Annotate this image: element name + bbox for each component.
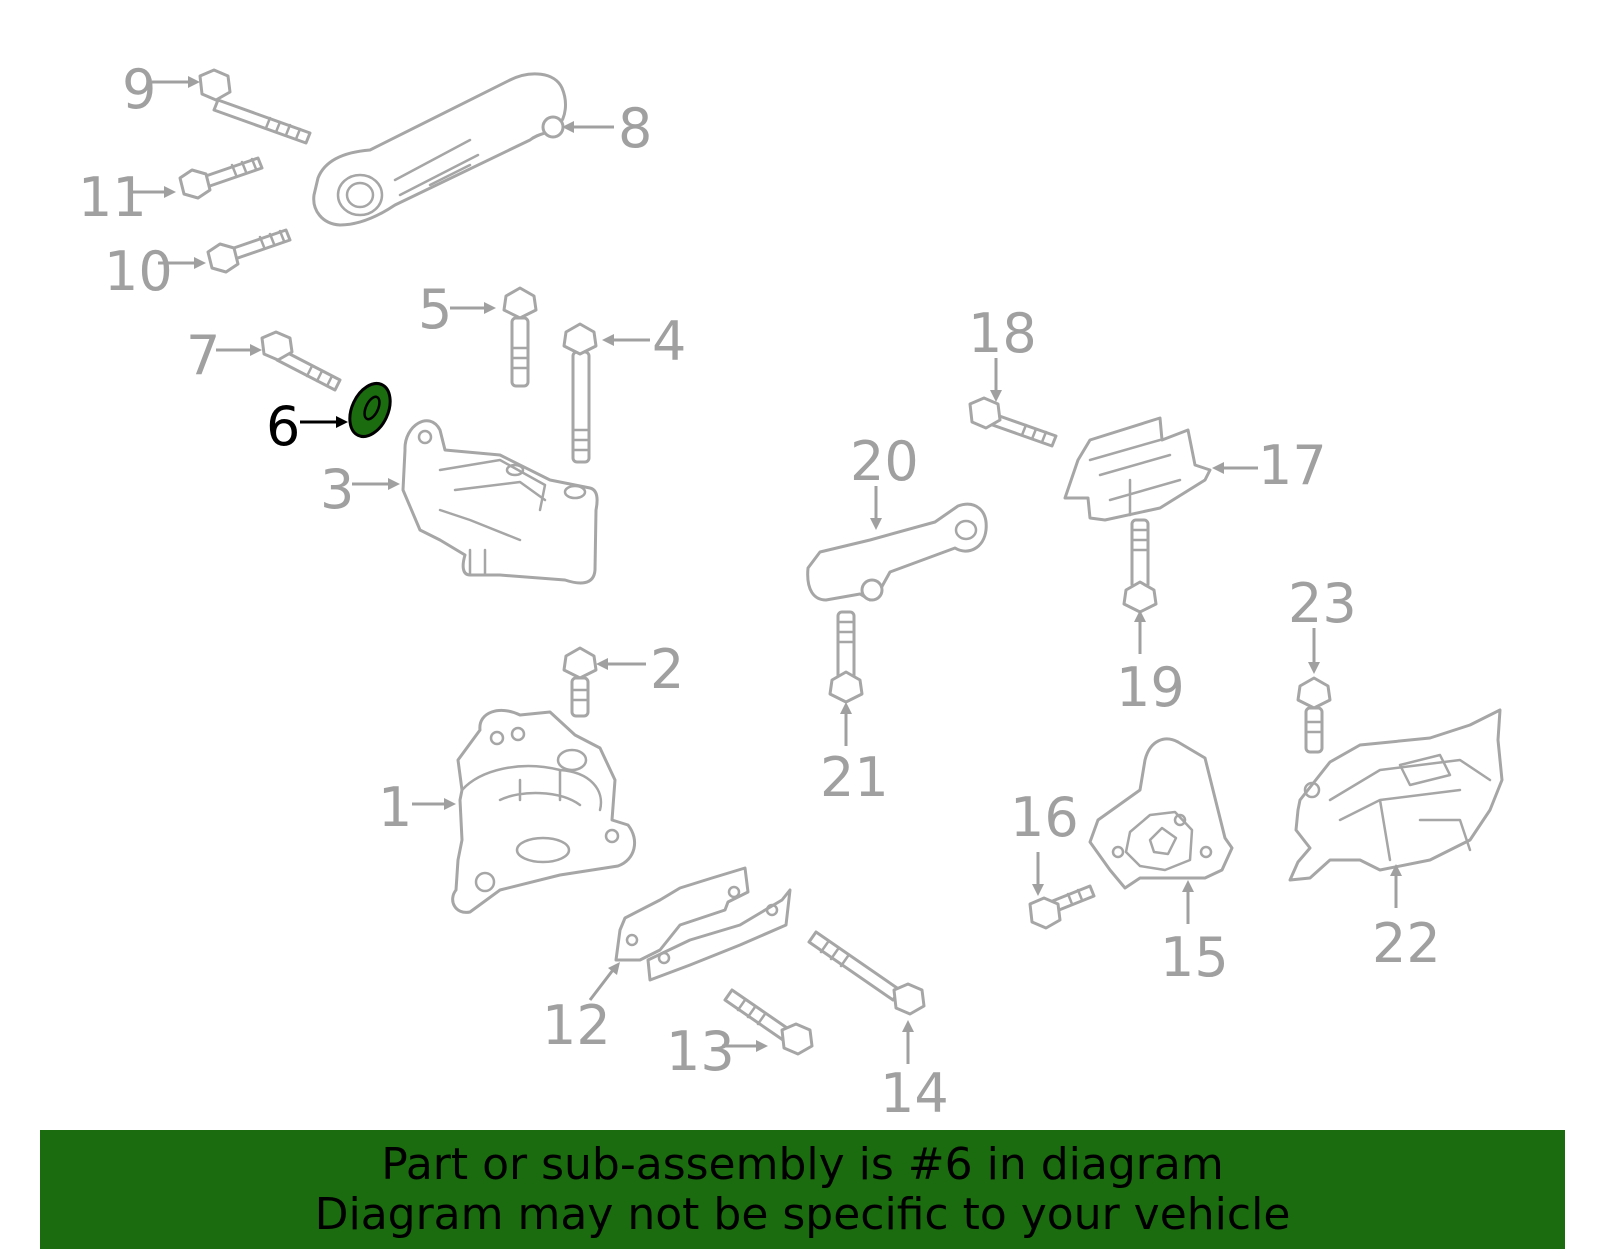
callout-16-label: 16: [1010, 786, 1079, 849]
callout-12-label: 12: [542, 994, 611, 1057]
callout-17-arrowhead: [1212, 462, 1224, 474]
callout-8-arrowhead: [562, 121, 574, 133]
part-23-bolt: [1296, 676, 1332, 754]
part-15-mount: [1088, 737, 1234, 890]
callout-6-label: 6: [266, 395, 300, 458]
callout-7-label: 7: [186, 324, 220, 387]
callout-4-label: 4: [652, 310, 686, 373]
callout-22-label: 22: [1372, 912, 1441, 975]
callout-7-arrowhead: [250, 344, 262, 356]
callout-8-label: 8: [618, 97, 652, 160]
callout-6-arrowhead: [336, 416, 348, 428]
callout-9-label: 9: [122, 58, 156, 121]
callout-22-arrowhead: [1390, 864, 1402, 876]
part-17-bracket: [1063, 416, 1212, 522]
callout-3-label: 3: [320, 458, 354, 521]
callout-16-arrowhead: [1032, 884, 1044, 896]
callout-21-arrowhead: [840, 702, 852, 714]
part-8-torque-rod: [312, 72, 567, 227]
callout-17-label: 17: [1258, 434, 1327, 497]
part-11-bolt: [178, 156, 264, 200]
part-4-bolt: [562, 322, 598, 464]
info-banner: Part or sub-assembly is #6 in diagram Di…: [40, 1130, 1565, 1249]
callout-5-label: 5: [418, 278, 452, 341]
callout-5-arrowhead: [484, 302, 496, 314]
callout-23-arrowhead: [1308, 662, 1320, 674]
callout-1-arrowhead: [444, 798, 456, 810]
callout-15-label: 15: [1160, 926, 1229, 989]
callout-14-arrowhead: [902, 1020, 914, 1032]
callout-18-arrowhead: [990, 390, 1002, 402]
callout-21-label: 21: [820, 746, 889, 809]
callout-15-arrowhead: [1182, 880, 1194, 892]
callout-20-arrowhead: [870, 518, 882, 530]
part-19-bolt: [1122, 518, 1158, 614]
part-12-bracket: [614, 866, 792, 982]
part-20-link: [806, 502, 988, 602]
part-14-bolt: [807, 930, 926, 1016]
callout-13-arrowhead: [756, 1040, 768, 1052]
part-10-bolt: [206, 228, 292, 274]
part-6-washer: [348, 382, 392, 438]
part-13-bolt: [723, 988, 814, 1056]
callout-11-label: 11: [78, 166, 147, 229]
callout-3-arrowhead: [388, 478, 400, 490]
part-5-bolt: [502, 286, 538, 388]
callout-10-arrowhead: [194, 257, 206, 269]
part-16-bolt: [1028, 884, 1096, 930]
callout-19-arrowhead: [1134, 610, 1146, 622]
part-18-bolt: [968, 396, 1058, 448]
callouts: 9 8 11 10 5 4 7 6 3: [78, 58, 1441, 1125]
callout-12-leader: [588, 965, 618, 1001]
callout-11-arrowhead: [164, 186, 176, 198]
part-1-mount: [451, 709, 637, 914]
part-9-bolt: [198, 68, 312, 145]
callout-2-arrowhead: [596, 658, 608, 670]
callout-20-label: 20: [850, 430, 919, 493]
part-7-bolt: [260, 330, 342, 392]
callout-13-label: 13: [666, 1020, 735, 1083]
callout-2-label: 2: [650, 638, 684, 701]
banner-line-1: Part or sub-assembly is #6 in diagram: [381, 1138, 1224, 1190]
part-22-mount: [1288, 708, 1504, 882]
part-3-bracket: [401, 419, 599, 585]
callout-14-label: 14: [880, 1062, 949, 1125]
part-2-bolt: [562, 646, 598, 718]
callout-1-label: 1: [378, 776, 412, 839]
callout-10-label: 10: [104, 240, 173, 303]
callout-4-arrowhead: [602, 334, 614, 346]
callout-23-label: 23: [1288, 572, 1357, 635]
banner-line-2: Diagram may not be specific to your vehi…: [314, 1188, 1291, 1240]
callout-18-label: 18: [968, 302, 1037, 365]
callout-12-arrowhead: [608, 962, 620, 975]
callout-9-arrowhead: [188, 76, 200, 88]
part-21-bolt: [828, 610, 864, 704]
callout-19-label: 19: [1116, 656, 1185, 719]
